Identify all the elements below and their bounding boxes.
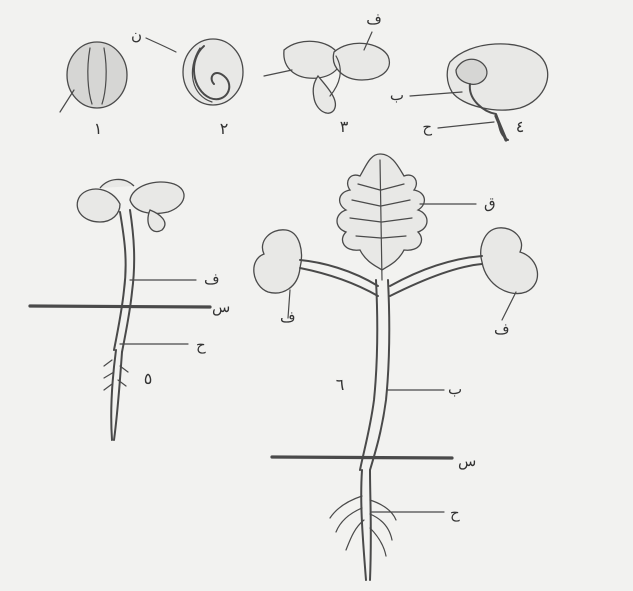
stage-6-cotyledon-right-label: ف	[494, 320, 510, 338]
stage-1-number: ١	[94, 119, 103, 138]
stage-5-root-label: ح	[196, 336, 206, 354]
stage-5-number: ٥	[144, 369, 153, 388]
stage-6-root-label: ح	[450, 504, 460, 522]
stage-3-number: ٣	[340, 117, 349, 136]
stage-3-label: ف	[366, 10, 382, 28]
stage-5-seedling: ف س ح ٥	[30, 179, 230, 440]
stage-3-sprout: ف ٣	[264, 10, 389, 136]
stage-4-hypocotyl-label: ب	[390, 86, 404, 104]
stage-6-cotyledon-left-label: ف	[280, 308, 296, 326]
stage-6-soil-label: س	[458, 452, 476, 470]
stage-2-label: ن	[131, 26, 142, 44]
stage-1-seed: ١	[60, 42, 127, 138]
stage-5-soil-label: س	[212, 298, 230, 316]
stage-4-root-label: ح	[422, 118, 432, 136]
stage-2-seed: ن ٢	[131, 26, 243, 138]
stage-6-stem-label: ب	[448, 380, 462, 398]
stage-5-hypocotyl-label: ف	[204, 270, 220, 288]
stage-4-number: ٤	[516, 117, 525, 136]
stage-6-seedling: ق ف ف ب س ح ٦	[254, 154, 538, 580]
stage-6-leaf-label: ق	[484, 194, 496, 212]
stage-2-number: ٢	[220, 119, 229, 138]
stage-4-sprout: ب ح ٤	[390, 44, 548, 140]
stage-6-number: ٦	[336, 375, 345, 394]
